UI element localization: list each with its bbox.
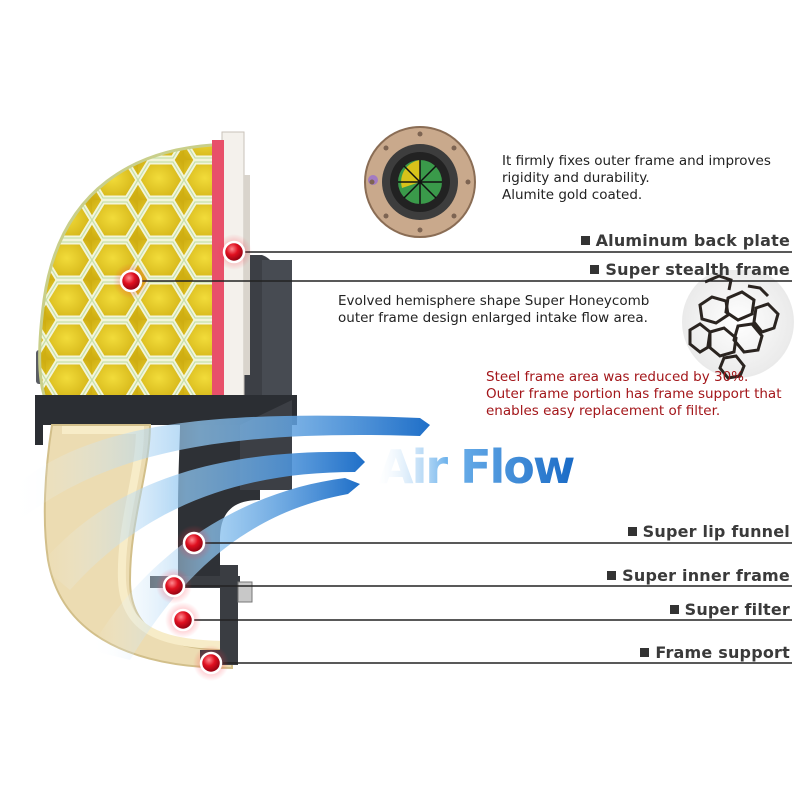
callout-label: Super inner frame [622, 566, 790, 585]
callout-label: Frame support [655, 643, 790, 662]
callout-label: Super stealth frame [605, 260, 790, 279]
marker-frame-support [193, 645, 229, 681]
stealth-frame-thumbnail [682, 262, 800, 380]
callout-super-inner-frame: Super inner frame [607, 566, 790, 585]
callout-label: Aluminum back plate [595, 231, 790, 250]
marker-super-stealth-frame [113, 263, 149, 299]
square-bullet-icon [607, 571, 617, 580]
marker-aluminum-back-plate [216, 234, 252, 270]
leader-lines [131, 251, 792, 664]
stealth-frame-description: Evolved hemisphere shape Super Honeycomb… [338, 293, 649, 327]
description-line: Outer frame portion has frame support th… [486, 386, 782, 402]
description-line: It firmly fixes outer frame and improves [502, 153, 771, 169]
description-line: rigidity and durability. [502, 170, 650, 186]
square-bullet-icon [640, 648, 650, 657]
callout-super-stealth-frame: Super stealth frame [590, 260, 790, 279]
square-bullet-icon [669, 605, 679, 614]
back-plate-thumbnail [364, 126, 476, 238]
marker-super-lip-funnel [176, 525, 212, 561]
callout-aluminum-back-plate: Aluminum back plate [580, 231, 790, 250]
callout-markers [113, 234, 252, 681]
callout-super-lip-funnel: Super lip funnel [627, 522, 790, 541]
air-flow-title: Air Flow [378, 440, 574, 494]
square-bullet-icon [580, 236, 590, 245]
description-line: Steel frame area was reduced by 30%. [486, 369, 749, 385]
airflow-arrows [10, 415, 430, 660]
square-bullet-icon [590, 265, 600, 274]
marker-super-inner-frame [156, 568, 192, 604]
square-bullet-icon [627, 527, 637, 536]
steel-frame-note: Steel frame area was reduced by 30%. Out… [486, 369, 782, 420]
description-line: Evolved hemisphere shape Super Honeycomb [338, 293, 650, 309]
description-line: outer frame design enlarged intake flow … [338, 310, 648, 326]
description-line: enables easy replacement of filter. [486, 403, 721, 419]
callout-label: Super filter [684, 600, 790, 619]
callout-super-filter: Super filter [669, 600, 790, 619]
back-plate-description: It firmly fixes outer frame and improves… [502, 153, 771, 204]
description-line: Alumite gold coated. [502, 187, 643, 203]
marker-super-filter [165, 602, 201, 638]
callout-frame-support: Frame support [640, 643, 790, 662]
callout-label: Super lip funnel [642, 522, 790, 541]
